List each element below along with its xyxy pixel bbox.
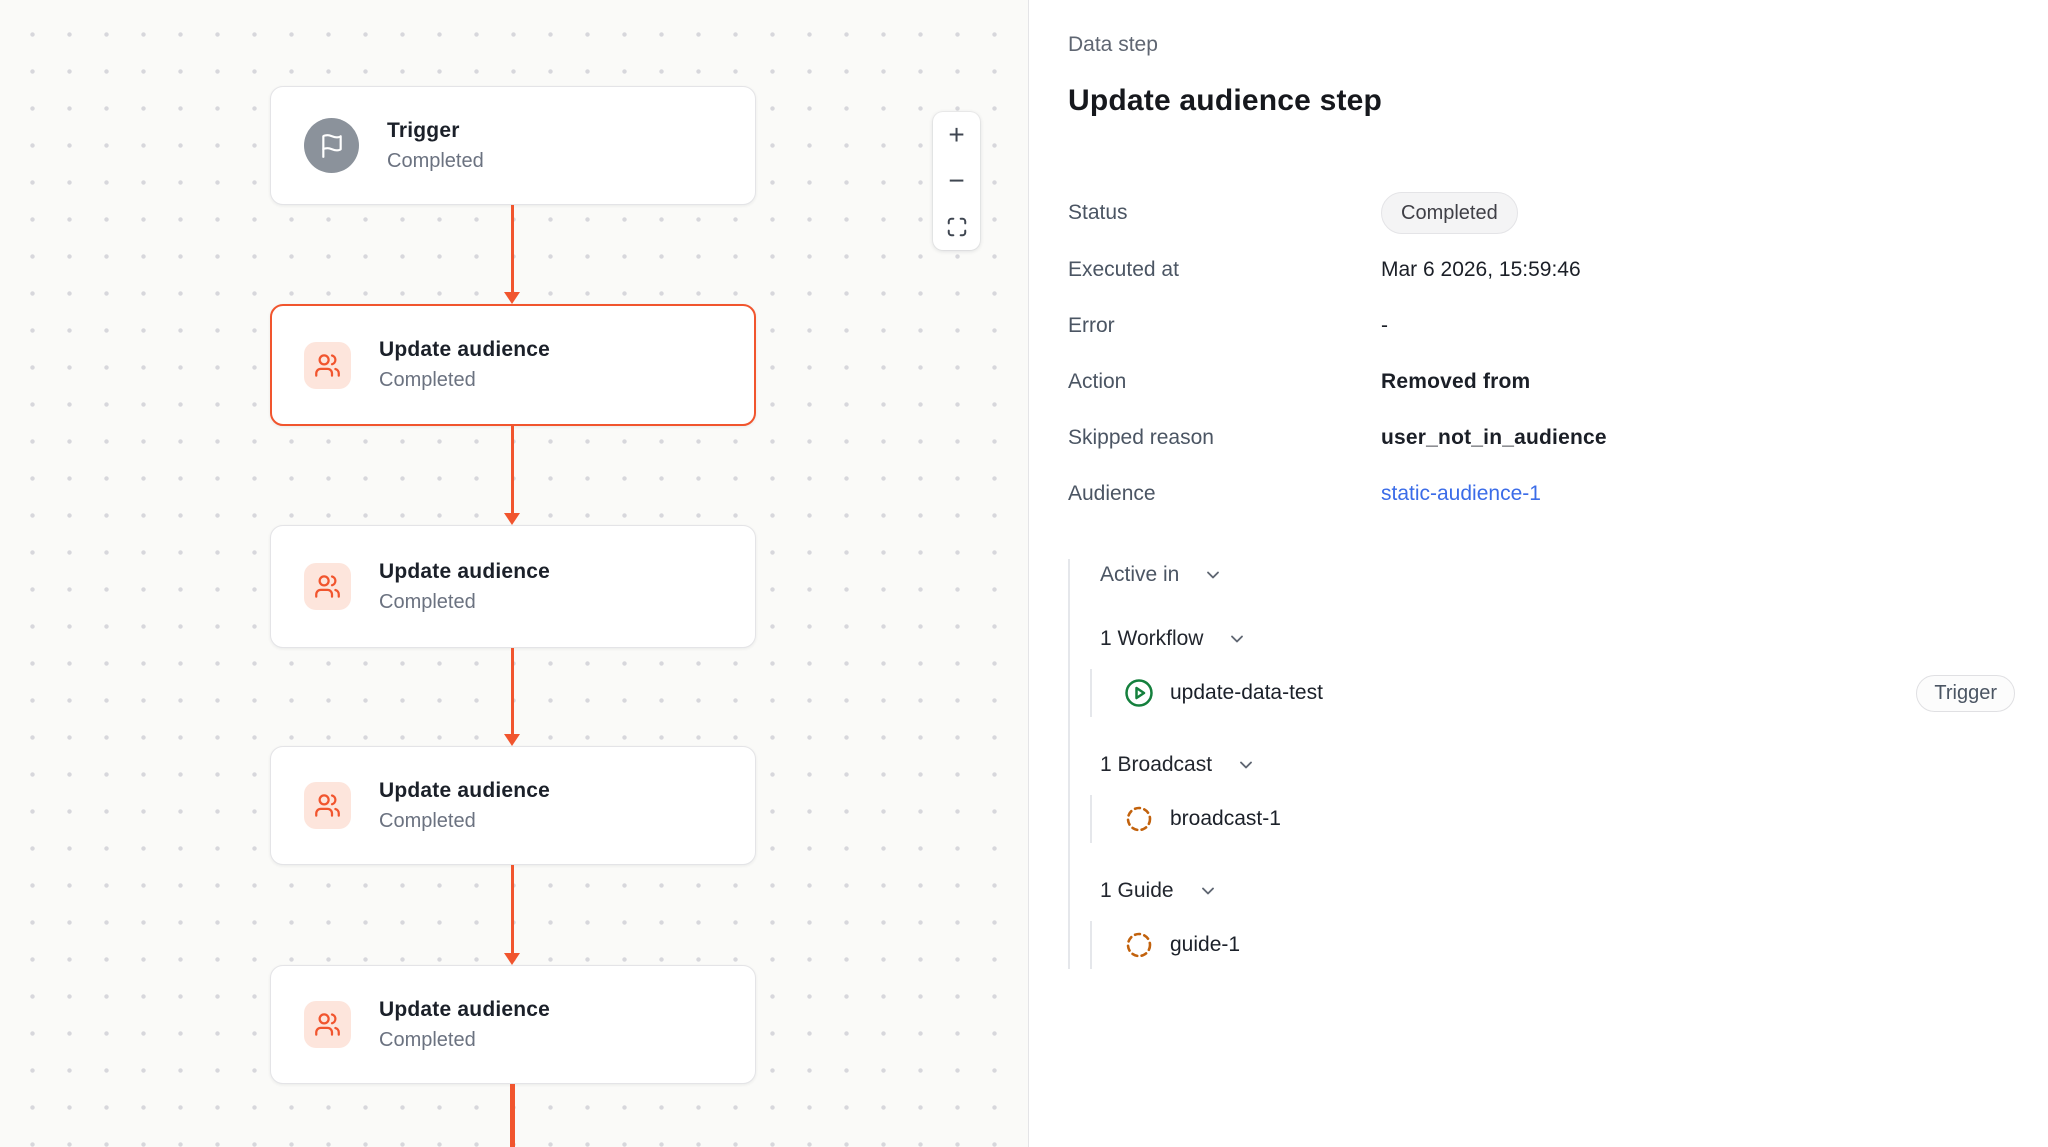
item-name: update-data-test xyxy=(1170,681,1323,704)
flag-icon xyxy=(304,118,359,173)
fit-view-button[interactable] xyxy=(933,204,980,250)
node-update-audience-2[interactable]: Update audience Completed xyxy=(270,525,756,648)
chevron-down-icon xyxy=(1198,881,1218,901)
trigger-badge: Trigger xyxy=(1916,674,2015,712)
plus-icon: + xyxy=(948,119,965,150)
node-title: Update audience xyxy=(379,559,551,583)
item-name: guide-1 xyxy=(1170,933,1241,956)
field-status: Status Completed xyxy=(1068,184,2015,242)
dashed-circle-icon xyxy=(1124,930,1154,960)
group-broadcast: 1 Broadcast broadcast-1 xyxy=(1090,749,2015,843)
page-title: Update audience step xyxy=(1068,84,1383,117)
chevron-down-icon xyxy=(1236,755,1256,775)
field-label: Error xyxy=(1068,314,1115,337)
node-title: Update audience xyxy=(379,338,551,361)
group-broadcast-toggle[interactable]: 1 Broadcast xyxy=(1100,749,2015,781)
node-status: Completed xyxy=(379,369,476,391)
group-items: update-data-test Trigger xyxy=(1090,669,2015,717)
field-label: Audience xyxy=(1068,482,1156,505)
node-status: Completed xyxy=(379,809,476,832)
group-label: 1 Broadcast xyxy=(1100,753,1213,776)
list-item-workflow[interactable]: update-data-test Trigger xyxy=(1124,669,2015,717)
group-guide: 1 Guide guide-1 xyxy=(1090,875,2015,969)
field-value: - xyxy=(1381,314,1388,337)
field-action: Action Removed from xyxy=(1068,354,2015,410)
group-workflow: 1 Workflow update-data-test Trigger xyxy=(1090,623,2015,717)
node-status: Completed xyxy=(379,590,476,613)
field-value: Removed from xyxy=(1381,370,1531,393)
active-in-section: Active in 1 Workflow xyxy=(1068,559,2015,969)
minus-icon: − xyxy=(948,165,965,196)
node-title: Trigger xyxy=(387,118,460,142)
users-icon xyxy=(304,782,351,829)
users-icon xyxy=(304,563,351,610)
field-executed-at: Executed at Mar 6 2026, 15:59:46 xyxy=(1068,242,2015,298)
field-label: Skipped reason xyxy=(1068,426,1214,449)
node-status: Completed xyxy=(387,149,484,172)
play-circle-icon xyxy=(1124,678,1154,708)
group-guide-toggle[interactable]: 1 Guide xyxy=(1100,875,2015,907)
step-detail-panel: Data step Update audience step Status Co… xyxy=(1029,0,2048,1147)
zoom-in-button[interactable]: + xyxy=(933,112,980,158)
active-in-toggle[interactable]: Active in xyxy=(1100,559,2015,591)
canvas-zoom-toolbar: + − xyxy=(933,112,980,250)
users-icon xyxy=(304,341,351,389)
fullscreen-icon xyxy=(946,216,968,238)
chevron-down-icon xyxy=(1203,565,1223,585)
step-type-label: Data step xyxy=(1068,33,1158,56)
dashed-circle-icon xyxy=(1124,804,1154,834)
chevron-down-icon xyxy=(1227,629,1247,649)
group-items: broadcast-1 xyxy=(1090,795,2015,843)
step-fields: Status Completed Executed at Mar 6 2026,… xyxy=(1068,184,2015,522)
node-update-audience-4[interactable]: Update audience Completed xyxy=(270,965,756,1084)
node-title: Update audience xyxy=(379,778,551,802)
group-label: 1 Workflow xyxy=(1100,627,1204,650)
field-value: user_not_in_audience xyxy=(1381,426,1607,449)
zoom-out-button[interactable]: − xyxy=(933,158,980,204)
node-trigger[interactable]: Trigger Completed xyxy=(270,86,756,205)
field-label: Action xyxy=(1068,370,1127,393)
list-item-guide[interactable]: guide-1 xyxy=(1124,921,2015,969)
field-audience: Audience static-audience-1 xyxy=(1068,466,2015,522)
node-status: Completed xyxy=(379,1028,476,1051)
group-items: guide-1 xyxy=(1090,921,2015,969)
active-in-label: Active in xyxy=(1100,563,1180,586)
field-label: Status xyxy=(1068,201,1128,224)
node-title: Update audience xyxy=(379,997,551,1021)
node-update-audience-1[interactable]: Update audience Completed xyxy=(270,304,756,426)
status-badge: Completed xyxy=(1381,192,1518,234)
users-icon xyxy=(304,1001,351,1048)
node-update-audience-3[interactable]: Update audience Completed xyxy=(270,746,756,865)
list-item-broadcast[interactable]: broadcast-1 xyxy=(1124,795,2015,843)
field-label: Executed at xyxy=(1068,258,1179,281)
group-workflow-toggle[interactable]: 1 Workflow xyxy=(1100,623,2015,655)
field-value: Mar 6 2026, 15:59:46 xyxy=(1381,258,1581,281)
item-name: broadcast-1 xyxy=(1170,807,1281,830)
group-label: 1 Guide xyxy=(1100,879,1174,902)
workflow-canvas[interactable]: Trigger Completed Update audience Comple… xyxy=(0,0,1029,1147)
field-skipped-reason: Skipped reason user_not_in_audience xyxy=(1068,410,2015,466)
audience-link[interactable]: static-audience-1 xyxy=(1381,482,1541,505)
field-error: Error - xyxy=(1068,298,2015,354)
